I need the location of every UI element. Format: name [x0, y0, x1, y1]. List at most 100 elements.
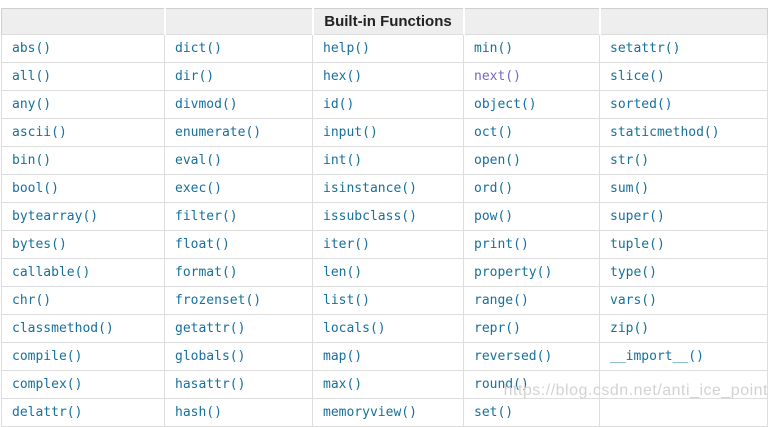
function-link[interactable]: globals() [175, 349, 246, 364]
function-link[interactable]: setattr() [610, 41, 681, 56]
table-cell: next() [463, 62, 600, 91]
table-cell: slice() [599, 62, 768, 91]
table-cell: sorted() [599, 90, 768, 119]
table-cell-empty [599, 398, 768, 427]
table-row: classmethod() getattr() locals() repr() zip(… [1, 314, 768, 343]
function-link[interactable]: open() [474, 153, 521, 168]
function-link[interactable]: ascii() [12, 125, 67, 140]
table-cell: __import__() [599, 342, 768, 371]
function-link[interactable]: delattr() [12, 405, 83, 420]
function-link[interactable]: hash() [175, 405, 222, 420]
table-cell: enumerate() [164, 118, 313, 147]
function-link[interactable]: pow() [474, 209, 514, 224]
function-link[interactable]: all() [12, 69, 52, 84]
function-link[interactable]: sorted() [610, 97, 673, 112]
table-cell: divmod() [164, 90, 313, 119]
table-row: bin() eval() int() open() str() [1, 146, 768, 175]
table-row: chr() frozenset() list() range() vars() [1, 286, 768, 315]
function-link[interactable]: memoryview() [323, 405, 417, 420]
function-link[interactable]: map() [323, 349, 363, 364]
table-row: bytearray() filter() issubclass() pow() supe… [1, 202, 768, 231]
function-link[interactable]: staticmethod() [610, 125, 720, 140]
function-link[interactable]: round() [474, 377, 529, 392]
function-link[interactable]: bool() [12, 181, 59, 196]
function-link[interactable]: set() [474, 405, 514, 420]
table-cell: repr() [463, 314, 600, 343]
function-link[interactable]: sum() [610, 181, 650, 196]
table-cell: complex() [1, 370, 165, 399]
table-cell: filter() [164, 202, 313, 231]
function-link[interactable]: any() [12, 97, 52, 112]
function-link[interactable]: float() [175, 237, 230, 252]
function-link[interactable]: object() [474, 97, 537, 112]
function-link[interactable]: issubclass() [323, 209, 417, 224]
table-cell: property() [463, 258, 600, 287]
table-cell: any() [1, 90, 165, 119]
table-cell: hasattr() [164, 370, 313, 399]
table-cell: len() [312, 258, 464, 287]
table-title: Built-in Functions [311, 8, 464, 35]
function-link[interactable]: divmod() [175, 97, 238, 112]
function-link[interactable]: frozenset() [175, 293, 262, 308]
function-link[interactable]: next() [474, 69, 521, 84]
table-cell: classmethod() [1, 314, 165, 343]
table-cell: max() [312, 370, 464, 399]
function-link[interactable]: min() [474, 41, 514, 56]
function-link[interactable]: classmethod() [12, 321, 114, 336]
function-link[interactable]: abs() [12, 41, 52, 56]
function-link[interactable]: oct() [474, 125, 514, 140]
function-link[interactable]: help() [323, 41, 370, 56]
function-link[interactable]: tuple() [610, 237, 665, 252]
function-link[interactable]: exec() [175, 181, 222, 196]
function-link[interactable]: hasattr() [175, 377, 246, 392]
table-row: abs() dict() help() min() setattr() [1, 34, 768, 63]
table-cell: sum() [599, 174, 768, 203]
table-cell: object() [463, 90, 600, 119]
table-cell: all() [1, 62, 165, 91]
function-link[interactable]: getattr() [175, 321, 246, 336]
function-link[interactable]: range() [474, 293, 529, 308]
function-link[interactable]: enumerate() [175, 125, 262, 140]
function-link[interactable]: eval() [175, 153, 222, 168]
function-link[interactable]: chr() [12, 293, 52, 308]
function-link[interactable]: __import__() [610, 349, 704, 364]
function-link[interactable]: bytes() [12, 237, 67, 252]
function-link[interactable]: bin() [12, 153, 52, 168]
table-cell: round() [463, 370, 600, 399]
table-cell: vars() [599, 286, 768, 315]
function-link[interactable]: repr() [474, 321, 521, 336]
function-link[interactable]: locals() [323, 321, 386, 336]
function-link[interactable]: reversed() [474, 349, 553, 364]
function-link[interactable]: callable() [12, 265, 91, 280]
function-link[interactable]: format() [175, 265, 238, 280]
function-link[interactable]: vars() [610, 293, 657, 308]
function-link[interactable]: filter() [175, 209, 238, 224]
function-link[interactable]: bytearray() [12, 209, 99, 224]
function-link[interactable]: ord() [474, 181, 514, 196]
table-row: ascii() enumerate() input() oct() staticmeth… [1, 118, 768, 147]
function-link[interactable]: int() [323, 153, 363, 168]
function-link[interactable]: dict() [175, 41, 222, 56]
function-link[interactable]: zip() [610, 321, 650, 336]
function-link[interactable]: print() [474, 237, 529, 252]
function-link[interactable]: property() [474, 265, 553, 280]
function-link[interactable]: list() [323, 293, 370, 308]
function-link[interactable]: type() [610, 265, 657, 280]
function-link[interactable]: isinstance() [323, 181, 417, 196]
table-cell: reversed() [463, 342, 600, 371]
function-link[interactable]: iter() [323, 237, 370, 252]
function-link[interactable]: super() [610, 209, 665, 224]
function-link[interactable]: input() [323, 125, 378, 140]
function-link[interactable]: slice() [610, 69, 665, 84]
table-row: any() divmod() id() object() sorted() [1, 90, 768, 119]
function-link[interactable]: dir() [175, 69, 215, 84]
function-link[interactable]: complex() [12, 377, 83, 392]
function-link[interactable]: str() [610, 153, 650, 168]
table-cell: chr() [1, 286, 165, 315]
function-link[interactable]: max() [323, 377, 363, 392]
function-link[interactable]: hex() [323, 69, 363, 84]
function-link[interactable]: compile() [12, 349, 83, 364]
table-row: all() dir() hex() next() slice() [1, 62, 768, 91]
function-link[interactable]: id() [323, 97, 355, 112]
function-link[interactable]: len() [323, 265, 363, 280]
